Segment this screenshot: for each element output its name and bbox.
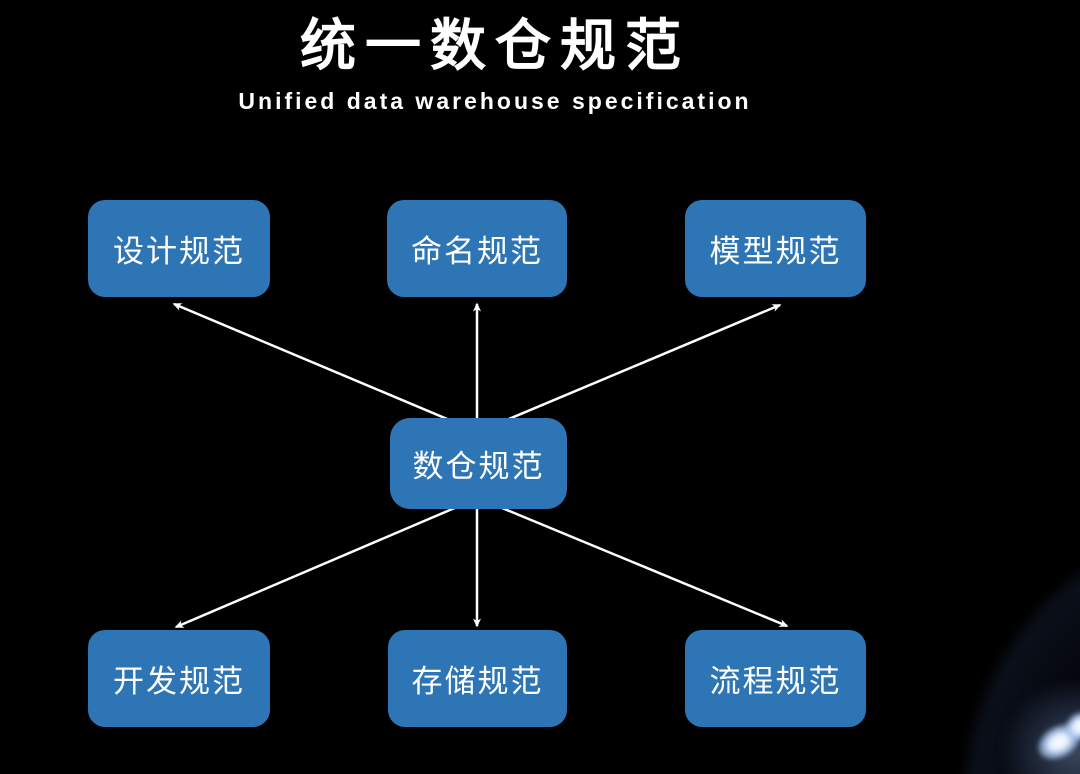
node-naming-spec: 命名规范 <box>387 200 567 297</box>
page-title: 统一数仓规范 <box>300 14 690 77</box>
page-subtitle: Unified data warehouse specification <box>238 88 752 115</box>
node-design-spec: 设计规范 <box>88 200 270 297</box>
arrow-hub-to-design <box>172 302 479 434</box>
node-model-spec: 模型规范 <box>685 200 866 297</box>
slide-header: 统一数仓规范 Unified data warehouse specificat… <box>0 14 990 115</box>
arrow-hub-to-model <box>477 303 782 434</box>
node-storage-spec: 存储规范 <box>388 630 567 727</box>
arrow-hub-to-process <box>477 496 789 628</box>
node-process-spec: 流程规范 <box>685 630 866 727</box>
node-dev-spec: 开发规范 <box>88 630 270 727</box>
arrow-hub-to-dev <box>174 496 479 629</box>
node-warehouse-spec-hub: 数仓规范 <box>390 418 567 509</box>
